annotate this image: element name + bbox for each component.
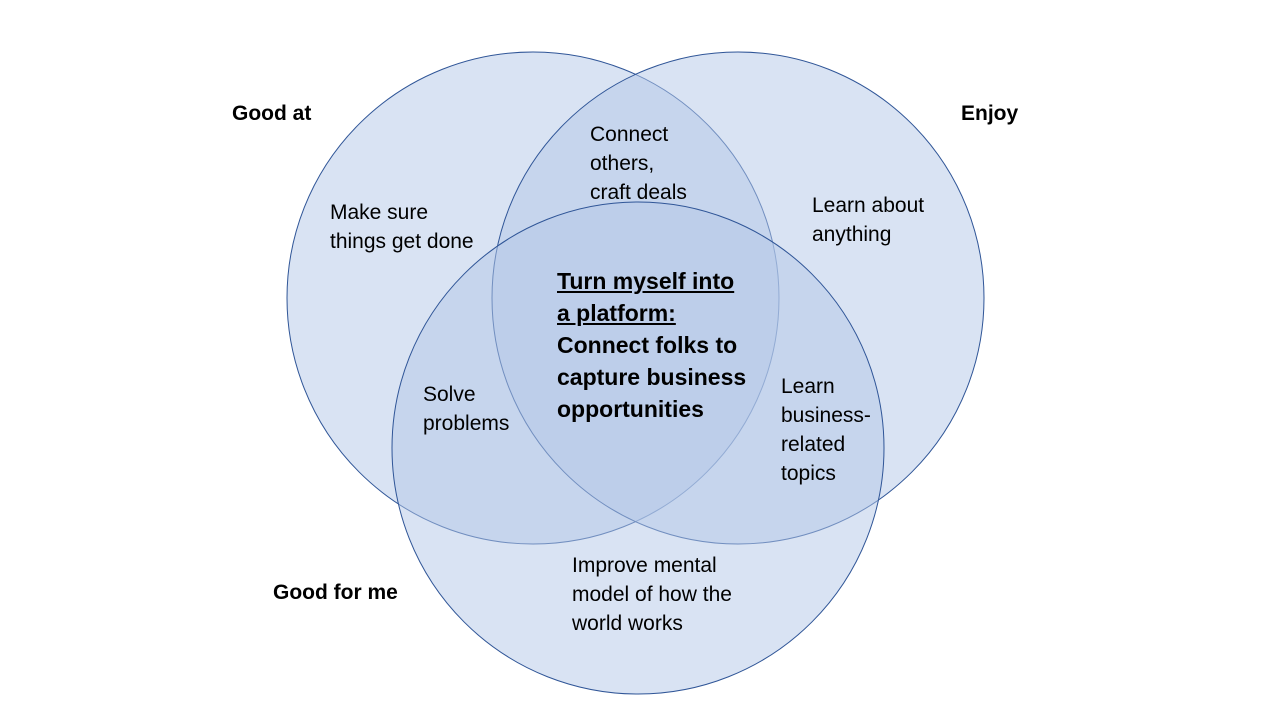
center-body: Connect folks to capture business opport…	[557, 332, 747, 422]
set-label-good-at: Good at	[232, 102, 312, 125]
region-good-at-only: Make sure things get done	[330, 201, 474, 253]
region-enjoy-only: Learn about anything	[812, 194, 925, 246]
region-good-at-and-enjoy: Connect others, craft deals	[590, 123, 687, 204]
region-good-at-and-good-for-me: Solve problems	[423, 383, 510, 435]
region-good-for-me-only: Improve mental model of how the world wo…	[572, 554, 732, 635]
circle-good-for-me	[391, 201, 885, 695]
set-label-good-for-me: Good for me	[273, 581, 398, 604]
set-label-enjoy: Enjoy	[961, 102, 1019, 125]
center-intersection-text: Turn myself into a platform: Connect fol…	[557, 265, 746, 425]
region-enjoy-and-good-for-me: Learn business- related topics	[781, 375, 871, 485]
center-title: Turn myself into a platform:	[557, 268, 735, 326]
